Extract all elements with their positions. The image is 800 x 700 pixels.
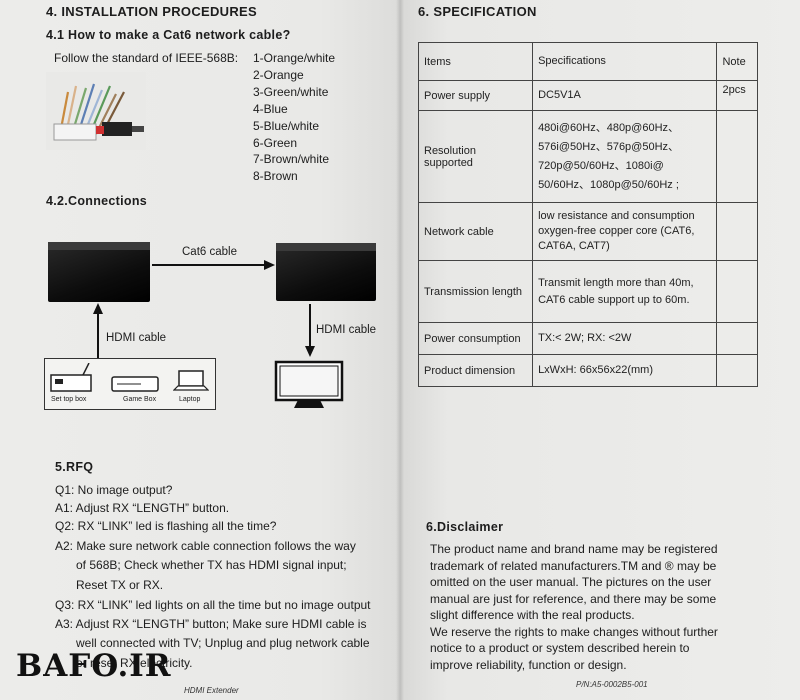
left-footer: HDMI Extender xyxy=(184,686,239,695)
source-devices-frame: Set top box Game Box Laptop xyxy=(44,358,216,410)
spec-table: Items Specifications Note Power supply D… xyxy=(417,42,758,387)
spec-note xyxy=(716,202,758,261)
disclaimer-line: omitted on the user manual. The pictures… xyxy=(430,575,712,589)
spec-item: Power supply xyxy=(417,80,534,111)
rfq-line: well connected with TV; Unplug and plug … xyxy=(76,636,370,650)
rfq-line: Q2: RX “LINK” led is flashing all the ti… xyxy=(55,519,277,533)
spec-item: Product dimension xyxy=(417,354,534,387)
game-box-icon xyxy=(111,376,159,392)
spec-item: Network cable xyxy=(417,202,534,261)
disclaimer-line: We reserve the rights to make changes wi… xyxy=(430,624,718,639)
rx-extender xyxy=(276,243,376,301)
rfq-line: A3: Adjust RX “LENGTH” button; Make sure… xyxy=(55,617,367,631)
pair-item: 1-Orange/white xyxy=(253,51,336,65)
rfq-line: A1: Adjust RX “LENGTH” button. xyxy=(55,501,230,515)
right-footer: P/N:A5-0002B5-001 xyxy=(576,680,648,689)
rfq-line: Reset TX or RX. xyxy=(76,578,164,592)
spec-note xyxy=(716,260,758,323)
page-fold xyxy=(396,0,404,700)
pair-item: 5-Blue/white xyxy=(253,118,320,133)
spec-item: Resolution supported xyxy=(417,110,534,203)
spec-value: Transmit length more than 40m, CAT6 cabl… xyxy=(532,260,718,323)
hdmi-in-arrow xyxy=(97,312,99,358)
spec-header-spec: Specifications xyxy=(532,42,718,81)
disclaimer-line: trademark of related manufacturers.TM an… xyxy=(430,558,717,573)
disclaimer-text: The product name and brand name may be r… xyxy=(430,541,718,673)
disclaimer-line: notice to a product or system described … xyxy=(430,641,690,655)
left-page: 4. INSTALLATION PROCEDURES 4.1 How to ma… xyxy=(0,0,400,700)
spec-header-items: Items xyxy=(417,42,534,81)
spec-value: 480i@60Hz、480p@60Hz、 576i@50Hz、576p@50Hz… xyxy=(532,110,718,203)
spec-item: Transmission length xyxy=(417,260,534,323)
section-4-title: 4. INSTALLATION PROCEDURES xyxy=(46,4,257,19)
rfq-line: A2: Make sure network cable connection f… xyxy=(55,539,356,553)
cable-illustration xyxy=(46,72,146,150)
hdmi-out-arrow xyxy=(309,304,311,348)
table-row: Network cable low resistance and consump… xyxy=(417,202,758,261)
spec-note xyxy=(716,110,758,203)
disclaimer-line: The product name and brand name may be r… xyxy=(430,542,718,556)
pair-item: 2-Orange xyxy=(253,67,304,82)
table-row: Power consumption TX:< 2W; RX: <2W xyxy=(417,322,758,355)
table-row: Power supply DC5V1A 2pcs xyxy=(417,80,758,111)
disclaimer-title: 6.Disclaimer xyxy=(426,520,504,534)
disclaimer-line: slight difference with the real products… xyxy=(430,608,635,622)
pair-item: 3-Green/white xyxy=(253,84,329,99)
spec-note: 2pcs xyxy=(716,80,758,111)
table-row: Resolution supported 480i@60Hz、480p@60Hz… xyxy=(417,110,758,203)
spec-value: LxWxH: 66x56x22(mm) xyxy=(532,354,718,387)
pair-item: 8-Brown xyxy=(253,169,298,184)
laptop-icon xyxy=(173,370,209,391)
table-row: Items Specifications Note xyxy=(417,42,758,81)
section-6-title: 6. SPECIFICATION xyxy=(418,4,537,19)
cat6-arrow xyxy=(152,264,266,266)
rfq-title: 5.RFQ xyxy=(55,460,94,474)
arrow-head-icon xyxy=(264,260,275,270)
tx-extender xyxy=(48,242,150,302)
disclaimer-line: manual are just for reference, and there… xyxy=(430,591,717,606)
table-row: Product dimension LxWxH: 66x56x22(mm) xyxy=(417,354,758,387)
tv-icon xyxy=(274,360,344,408)
hdmi-cable-right-label: HDMI cable xyxy=(316,324,377,336)
set-top-box-label: Set top box xyxy=(51,396,87,403)
watermark: BAFO.IR xyxy=(16,648,172,684)
game-box-label: Game Box xyxy=(123,396,157,403)
spec-note xyxy=(716,354,758,387)
pair-item: 6-Green xyxy=(253,135,298,150)
cat6-cable-label: Cat6 cable xyxy=(182,246,237,258)
arrow-up-icon xyxy=(93,303,103,314)
ieee-intro: Follow the standard of IEEE-568B: xyxy=(54,51,239,65)
spec-value: DC5V1A xyxy=(532,80,718,111)
spec-note xyxy=(716,322,758,355)
pair-item: 7-Brown/white xyxy=(253,152,330,167)
rfq-line: Q3: RX “LINK” led lights on all the time… xyxy=(55,598,371,612)
set-top-box-icon xyxy=(50,363,92,392)
table-row: Transmission length Transmit length more… xyxy=(417,260,758,323)
laptop-label: Laptop xyxy=(179,396,201,403)
rfq-line: of 568B; Check whether TX has HDMI signa… xyxy=(76,558,347,572)
rfq-line: Q1: No image output? xyxy=(55,483,173,497)
hdmi-cable-left-label: HDMI cable xyxy=(106,332,167,344)
arrow-down-icon xyxy=(305,346,315,357)
section-4-1-title: 4.1 How to make a Cat6 network cable? xyxy=(46,28,291,42)
pair-list: 1-Orange/white 2-Orange 3-Green/white 4-… xyxy=(253,50,335,185)
pair-item: 4-Blue xyxy=(253,101,288,116)
rfq-line: or reset RX electricity. xyxy=(76,656,193,670)
spec-header-note: Note xyxy=(716,42,758,81)
spec-value: TX:< 2W; RX: <2W xyxy=(532,322,718,355)
spec-item: Power consumption xyxy=(417,322,534,355)
section-4-2-title: 4.2.Connections xyxy=(46,194,148,208)
spec-value: low resistance and consumption oxygen-fr… xyxy=(532,202,718,261)
disclaimer-line: improve reliability, function or design. xyxy=(430,657,627,672)
